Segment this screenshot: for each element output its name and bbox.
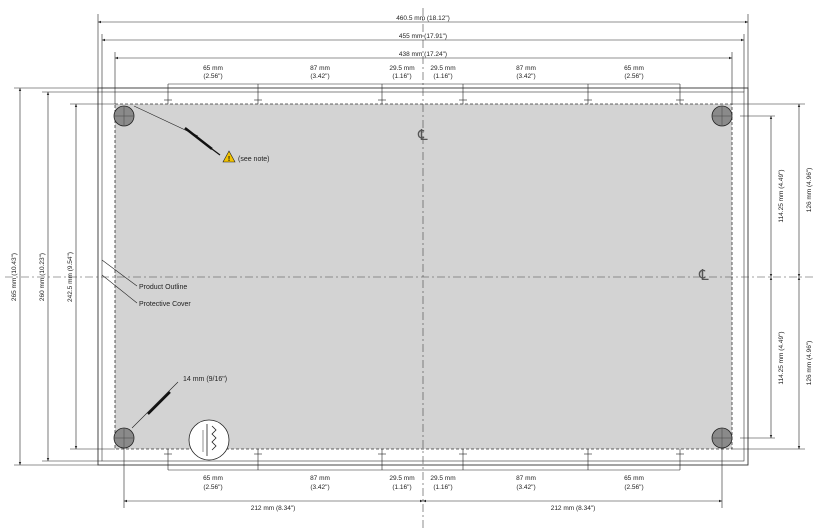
right-outer-top: 126 mm (4.96") [806,168,813,213]
centerline-right: ℄ [698,266,709,284]
bottom-spacing-1-in: (2.56") [203,484,222,491]
drill-icon [131,381,179,429]
top-spacing-labels: 65 mm (2.56") 87 mm (3.42") 29.5 mm (1.1… [203,65,644,80]
protective-cover-label: Protective Cover [139,301,191,308]
bottom-half-right: 212 mm (8.34") [551,505,596,512]
hole-size-label: 14 mm (9/16") [183,376,227,383]
top-spacing-2-mm: 87 mm [310,65,330,72]
top-spacing-5-mm: 87 mm [516,65,536,72]
warning-icon: ! [222,150,236,163]
right-outer-bottom: 126 mm (4.96") [806,341,813,386]
bottom-spacing-3-mm: 29.5 mm [389,475,414,482]
bottom-spacing-1-mm: 65 mm [203,475,223,482]
top-spacing-6-in: (2.56") [624,73,643,80]
see-note-label: (see note) [238,156,270,163]
bottom-spacing-2-mm: 87 mm [310,475,330,482]
overall-height-1: 265 mm (10.43") [11,253,18,301]
right-inner-bottom: 114.25 mm (4.49") [778,331,785,384]
top-spacing-3-in: (1.16") [392,73,411,80]
right-inner-top: 114.25 mm (4.49") [778,169,785,222]
top-spacing-3-mm: 29.5 mm [389,65,414,72]
overall-width-2: 455 mm (17.91") [399,33,447,40]
overall-height-3: 242.5 mm (9.54") [67,252,74,302]
centerline-top: ℄ [417,126,428,144]
overall-height-2: 260 mm (10.23") [39,253,46,301]
svg-text:!: ! [228,156,230,163]
bottom-spacing-6-in: (2.56") [624,484,643,491]
bottom-spacing-4-in: (1.16") [433,484,452,491]
top-spacing-5-in: (3.42") [516,73,535,80]
bottom-spacing-2-in: (3.42") [310,484,329,491]
top-spacing-2-in: (3.42") [310,73,329,80]
screwdriver-icon [184,127,221,156]
top-spacing-6-mm: 65 mm [624,65,644,72]
bottom-spacing-5-in: (3.42") [516,484,535,491]
top-spacing-4-in: (1.16") [433,73,452,80]
top-spacing-1-mm: 65 mm [203,65,223,72]
top-spacing-4-mm: 29.5 mm [430,65,455,72]
bottom-spacing-labels: 65 mm (2.56") 87 mm (3.42") 29.5 mm (1.1… [203,475,644,491]
bottom-spacing-5-mm: 87 mm [516,475,536,482]
top-spacing-1-in: (2.56") [203,73,222,80]
bottom-spacing-3-in: (1.16") [392,484,411,491]
bottom-spacing-4-mm: 29.5 mm [430,475,455,482]
overall-width-3: 438 mm (17.24") [399,51,447,58]
product-outline-panel [114,103,733,450]
bottom-half-left: 212 mm (8.34") [251,505,296,512]
detail-circle [188,419,230,461]
overall-width-1: 460.5 mm (18.12") [396,15,450,22]
bottom-spacing-6-mm: 65 mm [624,475,644,482]
product-outline-label: Product Outline [139,284,187,291]
